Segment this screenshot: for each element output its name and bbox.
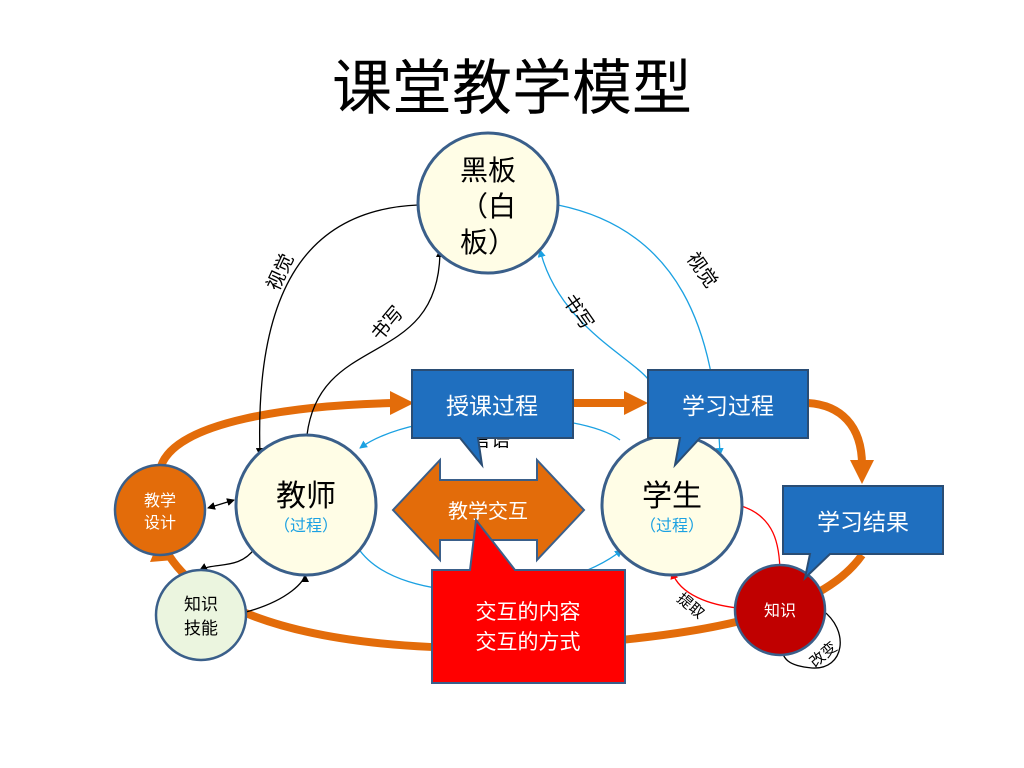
student-main: 学生 bbox=[642, 479, 702, 514]
content-line-2: 交互的方式 bbox=[476, 630, 581, 654]
edge-student-to-blackboard-write bbox=[537, 249, 653, 386]
design-line-2: 设计 bbox=[144, 513, 176, 532]
orange-arrowhead-1 bbox=[390, 391, 414, 415]
edge-knowledge-change-loop bbox=[777, 609, 841, 669]
callout-learning-process: 学习过程 bbox=[647, 369, 809, 469]
skills-line-1: 知识 bbox=[184, 595, 218, 615]
callout-learning-result: 学习结果 bbox=[782, 485, 944, 581]
orange-link-2 bbox=[807, 399, 866, 466]
student-sub: （过程） bbox=[640, 516, 704, 535]
teacher-main: 教师 bbox=[276, 479, 336, 514]
teacher-sub: （过程） bbox=[274, 516, 338, 535]
learning-result-label: 学习结果 bbox=[817, 510, 909, 536]
node-teaching-design: 教学 设计 bbox=[113, 463, 207, 557]
callout-teaching-process: 授课过程 bbox=[411, 369, 574, 469]
edge-knowledge-to-student-extract bbox=[670, 571, 739, 609]
orange-arrowhead-3 bbox=[850, 460, 874, 484]
edge-teacher-to-blackboard-write bbox=[306, 249, 444, 436]
edge-design-teacher bbox=[207, 498, 235, 510]
interaction-label: 教学交互 bbox=[448, 499, 528, 523]
blackboard-line-3: 板） bbox=[460, 226, 516, 259]
teaching-interaction-arrow: 教学交互 bbox=[391, 457, 586, 563]
skills-line-2: 技能 bbox=[184, 619, 218, 639]
content-line-1: 交互的内容 bbox=[476, 600, 581, 624]
knowledge-label: 知识 bbox=[764, 601, 796, 620]
node-student: 学生 （过程） bbox=[600, 433, 744, 577]
teaching-process-label: 授课过程 bbox=[446, 394, 538, 420]
label-extract: 提取 bbox=[673, 589, 708, 622]
orange-arrowhead-2 bbox=[624, 391, 648, 415]
edge-skills-to-teacher bbox=[245, 574, 309, 613]
node-blackboard: 黑板 （白 板） bbox=[416, 131, 560, 275]
node-teacher: 教师 （过程） bbox=[234, 433, 378, 577]
blackboard-line-2: （白 bbox=[460, 190, 516, 223]
learning-process-label: 学习过程 bbox=[682, 394, 774, 420]
label-vision-right: 视觉 bbox=[682, 248, 722, 292]
callout-interaction-content: 交互的内容 交互的方式 bbox=[431, 517, 626, 684]
blackboard-line-1: 黑板 bbox=[460, 154, 516, 187]
label-write-left: 书写 bbox=[367, 302, 408, 345]
design-line-1: 教学 bbox=[144, 491, 176, 510]
slide-title: 课堂教学模型 bbox=[332, 54, 692, 124]
node-knowledge: 知识 bbox=[733, 563, 827, 657]
node-knowledge-skills: 知识 技能 bbox=[154, 568, 248, 662]
label-write-right: 书写 bbox=[558, 290, 598, 334]
edge-teacher-to-skills bbox=[199, 547, 256, 571]
edge-blackboard-to-teacher-vision bbox=[255, 204, 419, 456]
orange-loop-top bbox=[156, 399, 396, 472]
